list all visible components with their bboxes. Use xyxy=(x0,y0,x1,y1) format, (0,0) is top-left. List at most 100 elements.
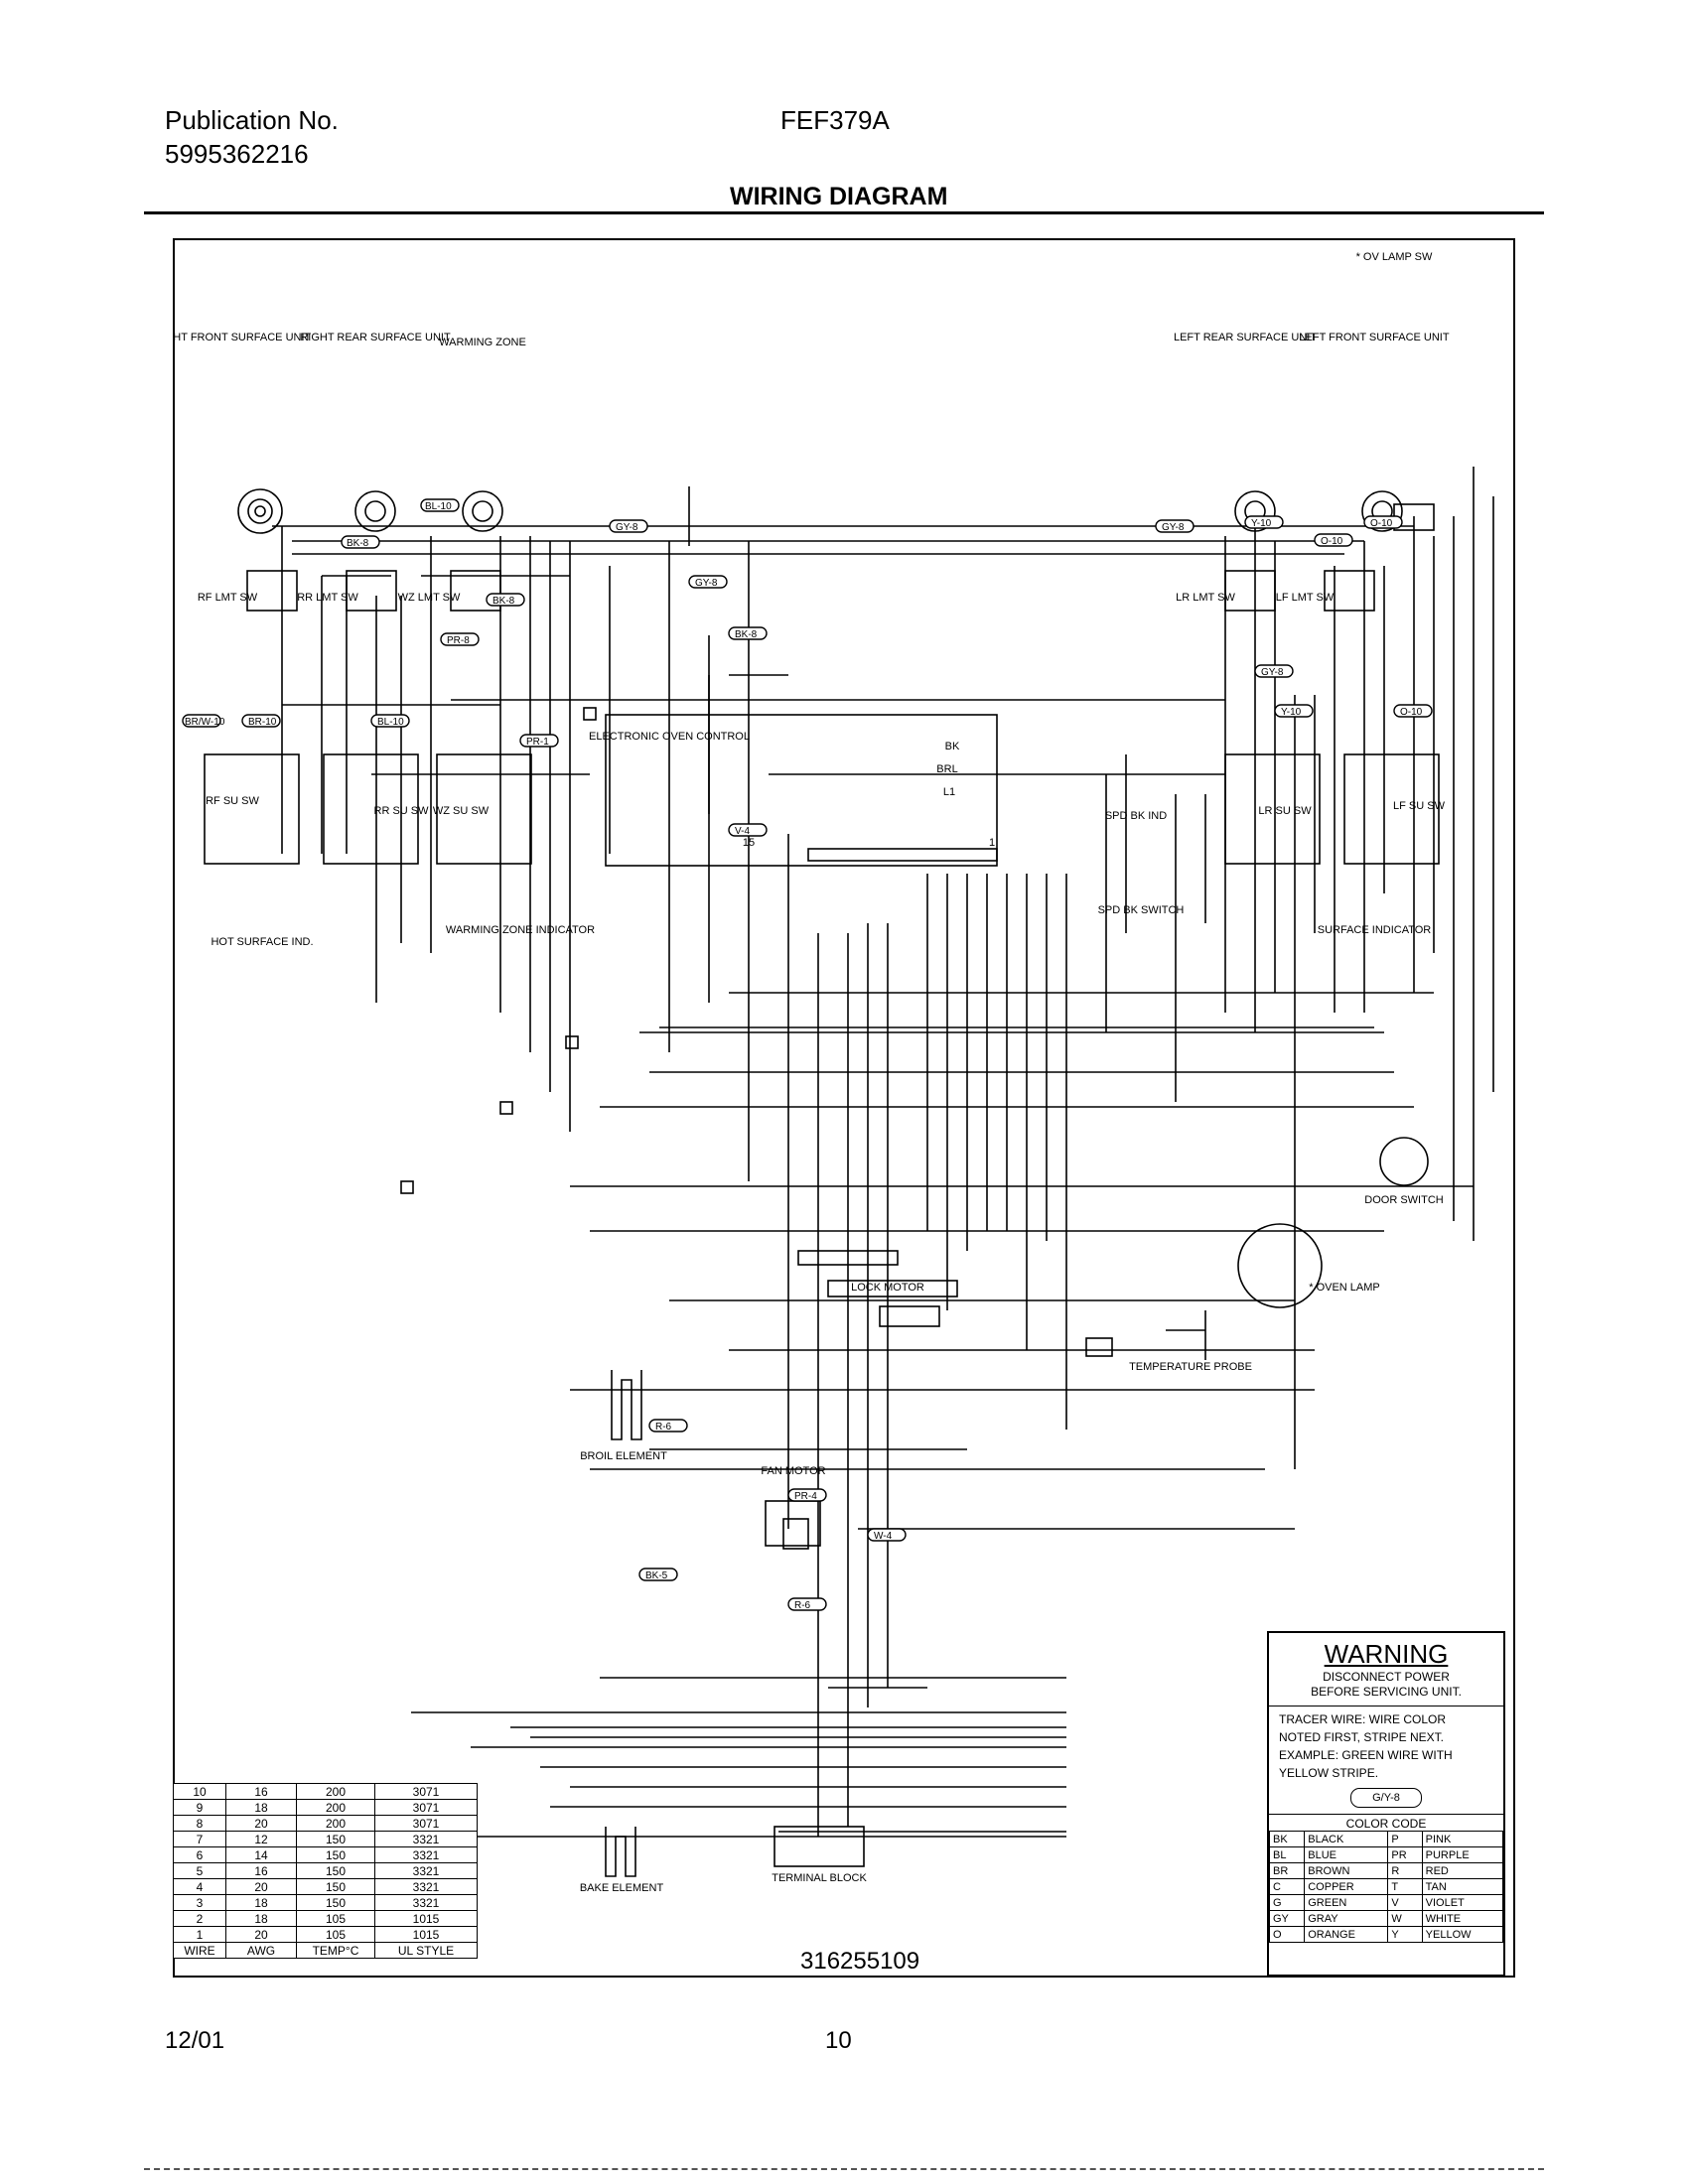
wire-gauge-cell: 2 xyxy=(173,1910,226,1927)
wire-gauge-cell: 3071 xyxy=(374,1799,478,1816)
color-code-cell: O xyxy=(1268,1926,1306,1943)
color-code-cell: BK xyxy=(1268,1831,1306,1847)
broil-element-label: BROIL ELEMENT xyxy=(580,1450,667,1462)
lf-su-sw-label: LF SU SW xyxy=(1393,800,1446,812)
wire-tag: PR-1 xyxy=(526,737,549,748)
eoc-l1-label: L1 xyxy=(943,786,955,798)
eoc-pin-15: 15 xyxy=(743,837,755,849)
fan-motor-label: FAN MOTOR xyxy=(761,1465,825,1477)
wire-gauge-cell: 3 xyxy=(173,1894,226,1911)
color-code-cell: T xyxy=(1387,1878,1423,1895)
wire-gauge-cell: AWG xyxy=(225,1942,297,1959)
color-code-cell: GREEN xyxy=(1304,1894,1389,1911)
wire-tag: O-10 xyxy=(1400,707,1423,718)
wire-tag: BK-8 xyxy=(492,596,515,607)
temperature-probe-label: TEMPERATURE PROBE xyxy=(1129,1361,1252,1373)
warming-zone-label: WARMING ZONE xyxy=(439,337,526,348)
model-number: FEF379A xyxy=(780,105,890,135)
spd-bk-ind-label: SPD BK IND xyxy=(1105,810,1167,822)
tracer-text: NOTED FIRST, STRIPE NEXT. xyxy=(1279,1730,1445,1744)
warning-title: WARNING xyxy=(1324,1639,1449,1669)
wz-su-sw-label: WZ SU SW xyxy=(433,805,490,817)
wire-tag: BL-10 xyxy=(377,717,404,728)
color-code-cell: P xyxy=(1387,1831,1423,1847)
wire-tag: BK-5 xyxy=(645,1570,668,1581)
tracer-text: EXAMPLE: GREEN WIRE WITH xyxy=(1279,1748,1453,1762)
wire-gauge-cell: 20 xyxy=(225,1878,297,1895)
wire-gauge-cell: 3321 xyxy=(374,1862,478,1879)
wire-gauge-cell: 3321 xyxy=(374,1878,478,1895)
wire-tag: BR/W-10 xyxy=(185,717,225,728)
wire-tag: GY-8 xyxy=(616,522,638,533)
color-code-cell: WHITE xyxy=(1421,1910,1504,1927)
wire-tag: BL-10 xyxy=(425,501,452,512)
wire-gauge-cell: 9 xyxy=(173,1799,226,1816)
wire-tag: GY-8 xyxy=(1261,667,1284,678)
warning-line: BEFORE SERVICING UNIT. xyxy=(1311,1685,1462,1699)
color-code-cell: G xyxy=(1268,1894,1306,1911)
lr-su-sw-label: LR SU SW xyxy=(1258,805,1312,817)
color-code-cell: C xyxy=(1268,1878,1306,1895)
wire-tag: R-6 xyxy=(794,1600,811,1611)
rf-su-sw-label: RF SU SW xyxy=(206,795,259,807)
wire-gauge-cell: 16 xyxy=(225,1862,297,1879)
rf-surface-unit-label: RIGHT FRONT SURFACE UNIT xyxy=(173,332,312,343)
wire-tag: O-10 xyxy=(1321,536,1343,547)
color-code-cell: YELLOW xyxy=(1421,1926,1504,1943)
lf-surface-unit-label: LEFT FRONT SURFACE UNIT xyxy=(1299,332,1449,343)
wiring-diagram: BK-8 BL-10 GY-8 GY-8 BK-8 GY-8 O-10 Y-10… xyxy=(173,251,1494,1894)
header-rule xyxy=(144,211,1544,214)
publication-number: 5995362216 xyxy=(165,139,309,169)
page-title: WIRING DIAGRAM xyxy=(730,183,948,210)
eoc-bk-label: BK xyxy=(945,741,960,752)
wire-gauge-cell: WIRE xyxy=(173,1942,226,1959)
eoc-brl-label: BRL xyxy=(936,763,957,775)
wire-gauge-cell: 150 xyxy=(296,1846,375,1863)
wire-tag: GY-8 xyxy=(1162,522,1185,533)
ov-lamp-sw-label: * OV LAMP SW xyxy=(1356,251,1433,263)
wire-gauge-cell: 150 xyxy=(296,1878,375,1895)
color-code-cell: ORANGE xyxy=(1304,1926,1389,1943)
lr-surface-unit-label: LEFT REAR SURFACE UNIT xyxy=(1174,332,1317,343)
wire-gauge-cell: 3321 xyxy=(374,1846,478,1863)
wire-gauge-cell: 7 xyxy=(173,1831,226,1847)
wire-tag: O-10 xyxy=(1370,518,1393,529)
lr-lmt-sw-label: LR LMT SW xyxy=(1176,592,1235,604)
wire-gauge-cell: 14 xyxy=(225,1846,297,1863)
wz-lmt-sw-label: WZ LMT SW xyxy=(398,592,461,604)
tracer-text: TRACER WIRE: WIRE COLOR xyxy=(1279,1712,1447,1726)
warming-zone-indicator-label: WARMING ZONE INDICATOR xyxy=(446,924,595,936)
publication-label: Publication No. xyxy=(165,105,339,135)
wire-tag: BR-10 xyxy=(248,717,277,728)
oven-lamp-label: * OVEN LAMP xyxy=(1309,1282,1380,1294)
color-code-cell: BL xyxy=(1268,1846,1306,1863)
wire-gauge-cell: 150 xyxy=(296,1894,375,1911)
wire-gauge-cell: 10 xyxy=(173,1783,226,1800)
color-code-cell: BLUE xyxy=(1304,1846,1389,1863)
color-code-cell: VIOLET xyxy=(1421,1894,1504,1911)
diagram-frame xyxy=(173,238,1515,1978)
wire-gauge-cell: 4 xyxy=(173,1878,226,1895)
color-code-cell: BROWN xyxy=(1304,1862,1389,1879)
wire-tag: V-4 xyxy=(735,826,750,837)
color-code-cell: TAN xyxy=(1421,1878,1504,1895)
warning-line: DISCONNECT POWER xyxy=(1323,1670,1450,1684)
wire-tag: R-6 xyxy=(655,1422,672,1433)
color-code-cell: PR xyxy=(1387,1846,1423,1863)
wire-gauge-cell: 200 xyxy=(296,1815,375,1832)
wire-tag: PR-4 xyxy=(794,1491,817,1502)
color-code-cell: GRAY xyxy=(1304,1910,1389,1927)
surface-indicator-label: SURFACE INDICATOR xyxy=(1318,924,1432,936)
bake-element-label: BAKE ELEMENT xyxy=(580,1882,664,1894)
wire-tag: BK-8 xyxy=(347,538,369,549)
wire-gauge-cell: 3071 xyxy=(374,1783,478,1800)
